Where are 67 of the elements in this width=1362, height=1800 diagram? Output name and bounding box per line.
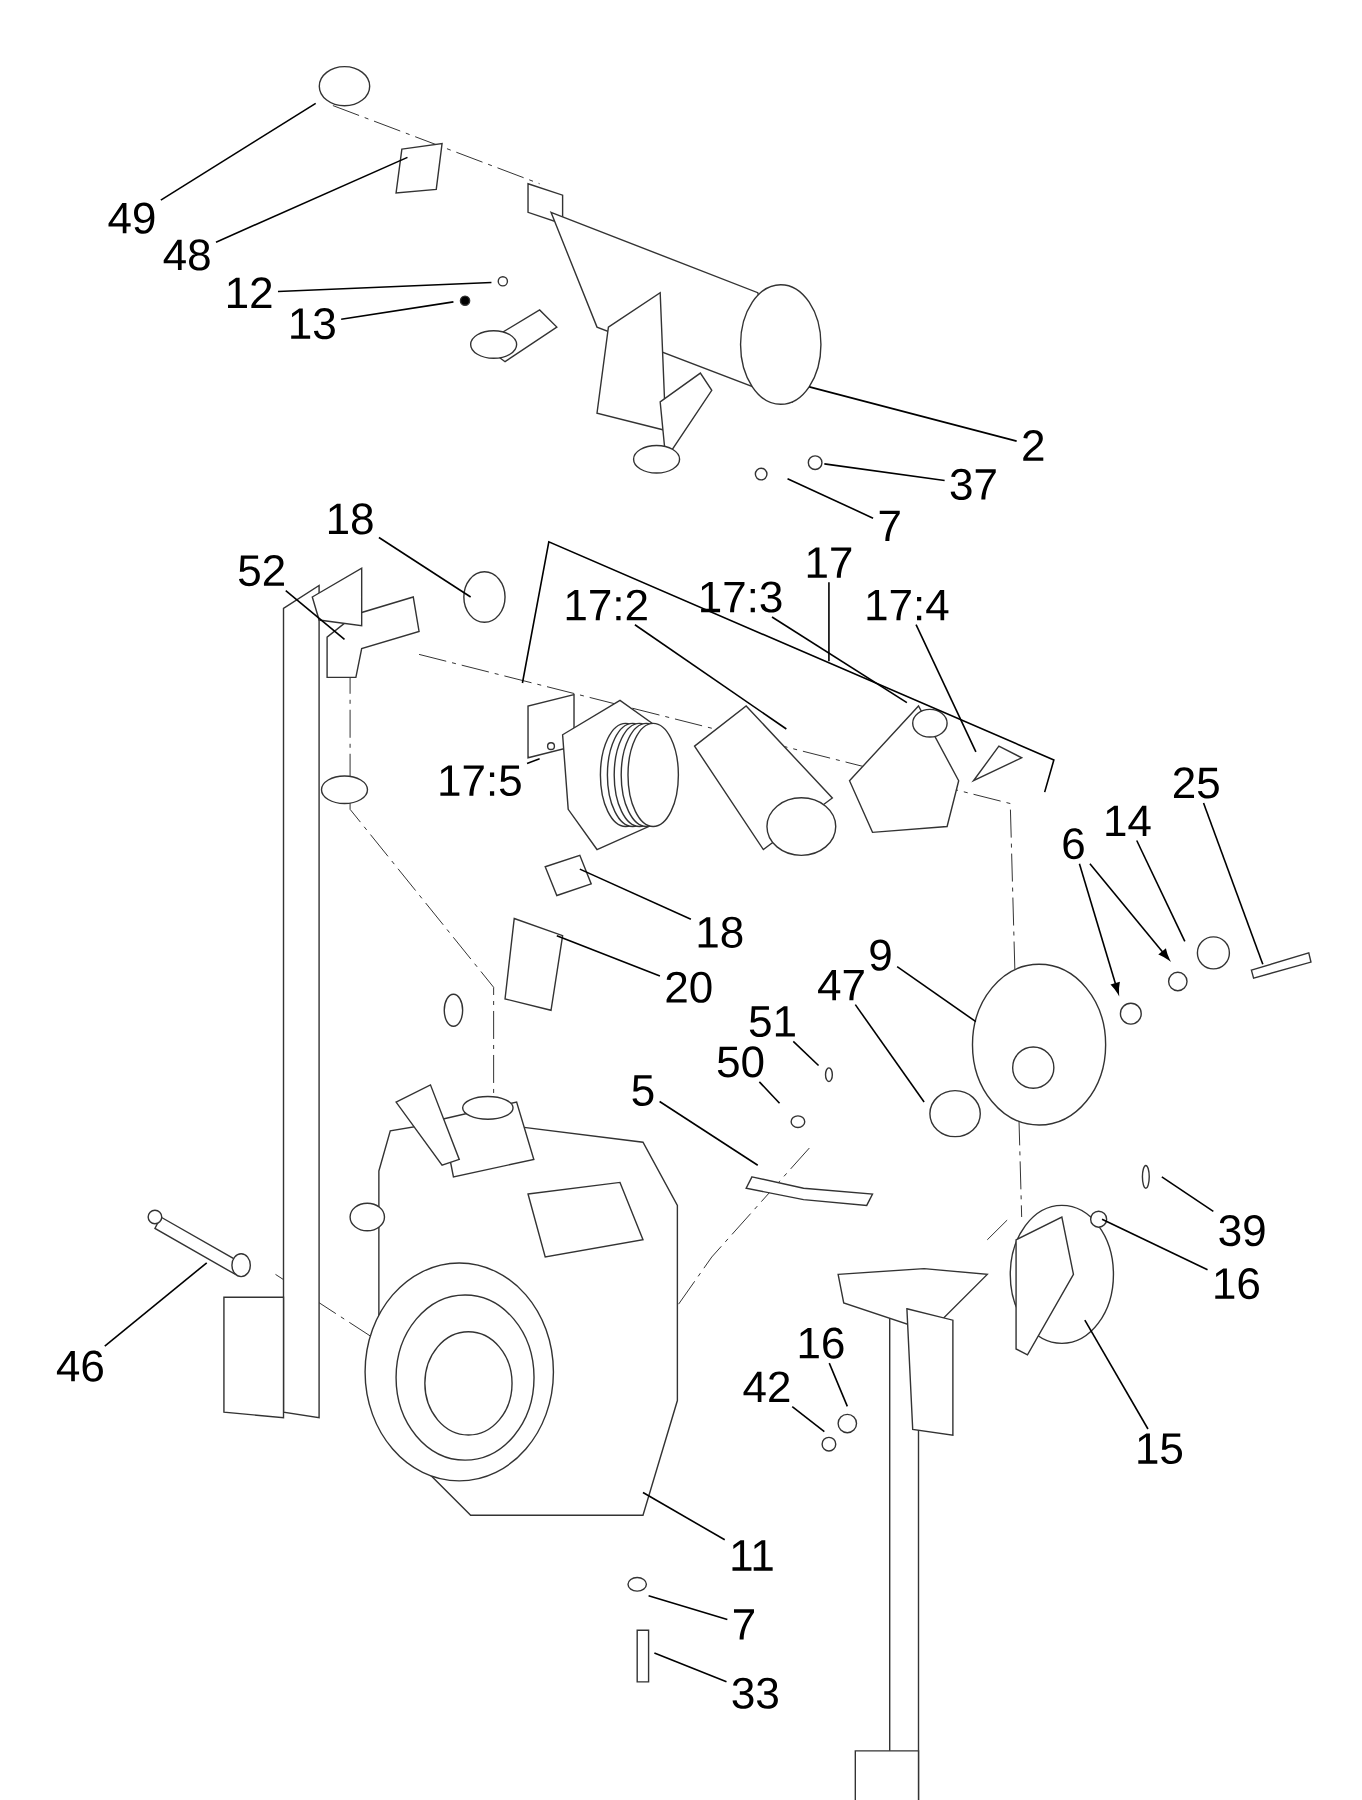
callout-number: 7: [734, 1609, 755, 1640]
callout-number: 17:2: [566, 589, 647, 621]
leader-line: [786, 477, 875, 519]
callout-number: 12: [228, 277, 272, 309]
leader-line: [648, 1594, 729, 1621]
leader-line: [791, 1405, 826, 1433]
leader-line: [1101, 1218, 1209, 1271]
leader-line: [285, 589, 346, 641]
leader-line: [579, 868, 692, 921]
callout-number: 6: [1063, 828, 1084, 860]
leader-line: [896, 965, 977, 1023]
leader-line: [771, 616, 908, 704]
leader-line: [160, 102, 317, 201]
callout-number: 2: [1023, 430, 1044, 461]
callout-number: 18: [329, 503, 373, 535]
leader-line: [828, 1362, 849, 1408]
leader-line: [378, 536, 472, 598]
leader-line: [915, 623, 977, 753]
callout-number: 50: [718, 1046, 764, 1078]
callout-number: 18: [698, 916, 743, 948]
callout-number: 11: [732, 1540, 773, 1571]
callout-number: 51: [750, 1006, 796, 1038]
callout-number: 15: [1138, 1433, 1183, 1465]
leader-line: [556, 934, 661, 977]
leader-line: [642, 1491, 726, 1541]
callout-number: 17:5: [440, 765, 521, 797]
callout-number: 37: [950, 468, 996, 501]
leader-line: [1161, 1176, 1215, 1213]
leader-line: [1089, 862, 1170, 961]
leader-line: [1084, 1319, 1149, 1430]
leader-line: [340, 301, 455, 321]
callout-number: 48: [163, 239, 210, 271]
callout-number: 7: [879, 510, 900, 541]
callout-number: 47: [818, 969, 864, 1001]
callout-number: 17: [808, 547, 852, 578]
callout-number: 14: [1106, 805, 1151, 837]
callout-number: 33: [732, 1677, 779, 1709]
callout-number: 16: [1215, 1268, 1260, 1300]
leader-line: [1202, 802, 1264, 966]
leader-line: [659, 1100, 759, 1167]
callout-number: 39: [1219, 1215, 1265, 1247]
leader-line: [1136, 839, 1186, 943]
callout-number: 49: [108, 202, 155, 234]
leader-line: [758, 1081, 781, 1105]
callout-number: 13: [291, 308, 336, 340]
leader-line: [808, 386, 1018, 442]
callout-number: 17:3: [701, 581, 782, 613]
callout-number: 20: [666, 971, 712, 1003]
leader-line: [653, 1652, 728, 1683]
leader-line: [215, 156, 409, 243]
leader-line: [792, 1040, 820, 1067]
leader-line: [854, 1003, 926, 1103]
leader-line: [277, 281, 493, 293]
leader-line: [526, 757, 541, 765]
callout-number: 16: [800, 1327, 844, 1359]
callout-number: 9: [870, 939, 891, 971]
leader-line: [634, 623, 788, 730]
callout-number: 46: [57, 1350, 104, 1382]
leader-line: [104, 1262, 208, 1347]
callout-number: 42: [743, 1371, 790, 1403]
callout-number: 52: [239, 555, 285, 587]
leader-line: [823, 463, 946, 482]
callout-number: 5: [632, 1075, 654, 1106]
leader-line: [1078, 862, 1120, 994]
callout-number: 25: [1174, 767, 1220, 799]
leader-line: [828, 581, 830, 662]
callout-number: 17:4: [867, 589, 949, 621]
